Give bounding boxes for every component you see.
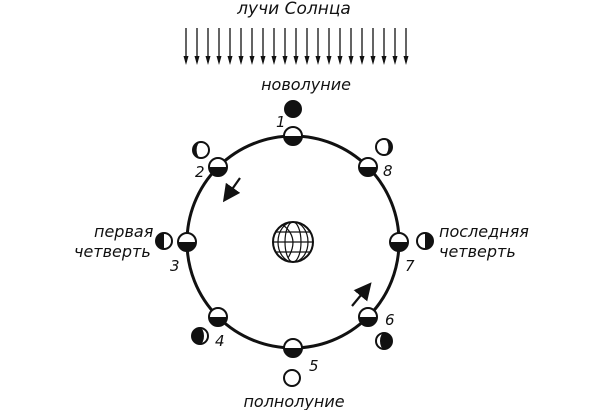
last-quarter-label-line2: четверть bbox=[439, 242, 516, 261]
sun-ray-arrowhead bbox=[403, 56, 409, 65]
sun-ray-arrowhead bbox=[282, 56, 288, 65]
full-moon-label: полнолуние bbox=[243, 392, 344, 410]
last-quarter-label-line1: последняя bbox=[439, 222, 529, 241]
position-number-7: 7 bbox=[405, 257, 415, 275]
phase-icon-2 bbox=[192, 141, 210, 159]
sun-rays bbox=[183, 28, 409, 65]
orbit-moon-1 bbox=[283, 126, 303, 146]
sun-ray-arrowhead bbox=[381, 56, 387, 65]
position-number-2: 2 bbox=[195, 163, 205, 181]
new-moon-label: новолуние bbox=[261, 75, 351, 94]
orbit-direction-arrow-lower bbox=[351, 282, 372, 307]
sun-ray-arrowhead bbox=[194, 56, 200, 65]
orbit-direction-arrow-upper bbox=[222, 177, 241, 203]
sun-ray-arrowhead bbox=[326, 56, 332, 65]
orbit-moon-2 bbox=[208, 157, 228, 177]
orbit-moon-5 bbox=[283, 338, 303, 358]
first-quarter-label-line1: первая bbox=[94, 222, 154, 241]
sun-ray-arrowhead bbox=[359, 56, 365, 65]
sun-rays-title: лучи Солнца bbox=[236, 0, 351, 19]
phase-icon-7 bbox=[416, 232, 434, 250]
sun-ray-arrowhead bbox=[249, 56, 255, 65]
position-number-8: 8 bbox=[383, 162, 393, 180]
first-quarter-label-line2: четверть bbox=[74, 242, 151, 261]
orbit-moons bbox=[177, 126, 409, 358]
sun-ray-arrowhead bbox=[238, 56, 244, 65]
position-number-1: 1 bbox=[276, 113, 286, 131]
phase-icon-3 bbox=[155, 232, 173, 250]
sun-ray-arrowhead bbox=[304, 56, 310, 65]
sun-ray-arrowhead bbox=[205, 56, 211, 65]
orbit-moon-7 bbox=[389, 232, 409, 252]
earth-globe bbox=[272, 221, 314, 263]
sun-ray-arrowhead bbox=[271, 56, 277, 65]
orbit-moon-8 bbox=[358, 157, 378, 177]
sun-ray-arrowhead bbox=[216, 56, 222, 65]
sun-ray-arrowhead bbox=[293, 56, 299, 65]
sun-ray-arrowhead bbox=[392, 56, 398, 65]
phase-icon-1 bbox=[284, 100, 302, 118]
phase-icon-6 bbox=[375, 332, 393, 350]
sun-ray-arrowhead bbox=[260, 56, 266, 65]
position-number-5: 5 bbox=[309, 357, 319, 375]
phase-icon-5 bbox=[283, 369, 301, 387]
position-number-3: 3 bbox=[170, 257, 180, 275]
position-number-6: 6 bbox=[385, 311, 395, 329]
orbit-moon-4 bbox=[208, 307, 228, 327]
phase-icon-8 bbox=[375, 138, 393, 156]
position-number-4: 4 bbox=[215, 332, 225, 350]
orbit-moon-6 bbox=[358, 307, 378, 327]
sun-ray-arrowhead bbox=[315, 56, 321, 65]
sun-ray-arrowhead bbox=[370, 56, 376, 65]
sun-ray-arrowhead bbox=[227, 56, 233, 65]
phase-icon-4 bbox=[191, 327, 209, 345]
sun-ray-arrowhead bbox=[183, 56, 189, 65]
orbit-moon-3 bbox=[177, 232, 197, 252]
sun-ray-arrowhead bbox=[348, 56, 354, 65]
sun-ray-arrowhead bbox=[337, 56, 343, 65]
phase-icons bbox=[155, 100, 434, 387]
